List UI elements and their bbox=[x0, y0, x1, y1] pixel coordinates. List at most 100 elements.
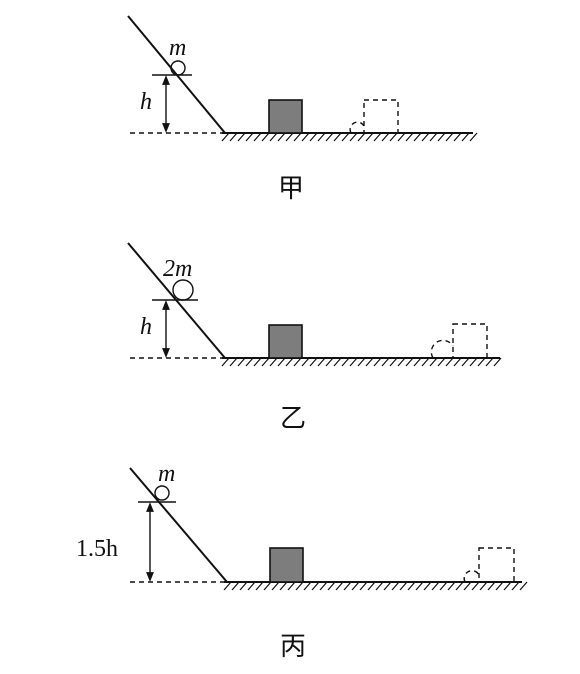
hatch-mark bbox=[381, 357, 390, 367]
hatch-mark bbox=[279, 581, 288, 591]
hatch-mark bbox=[261, 357, 270, 367]
hatch-mark bbox=[405, 132, 414, 142]
hatch-mark bbox=[359, 581, 368, 591]
hatch-mark bbox=[231, 581, 240, 591]
hatch-mark bbox=[287, 581, 296, 591]
hatch-mark bbox=[469, 132, 478, 142]
hatch-mark bbox=[455, 581, 464, 591]
hatch-mark bbox=[245, 132, 254, 142]
hatch-mark bbox=[397, 357, 406, 367]
hatch-mark bbox=[327, 581, 336, 591]
hatch-mark bbox=[263, 581, 272, 591]
hatch-mark bbox=[381, 132, 390, 142]
hatch-mark bbox=[495, 581, 504, 591]
hatch-mark bbox=[469, 357, 478, 367]
hatch-mark bbox=[429, 132, 438, 142]
block-final-position bbox=[363, 99, 399, 134]
hatch-mark bbox=[343, 581, 352, 591]
hatch-mark bbox=[253, 132, 262, 142]
hatch-mark bbox=[389, 357, 398, 367]
hatch-mark bbox=[335, 581, 344, 591]
panel-caption: 乙 bbox=[280, 404, 306, 434]
hatch-mark bbox=[285, 132, 294, 142]
hatch-mark bbox=[485, 357, 494, 367]
hatch-mark bbox=[319, 581, 328, 591]
hatch-mark bbox=[221, 357, 230, 367]
hatch-mark bbox=[277, 132, 286, 142]
hatch-mark bbox=[397, 132, 406, 142]
hatch-mark bbox=[325, 132, 334, 142]
hatch-mark bbox=[365, 357, 374, 367]
hatch-mark bbox=[383, 581, 392, 591]
hatch-mark bbox=[349, 132, 358, 142]
hatch-mark bbox=[333, 357, 342, 367]
block-final-position bbox=[478, 547, 515, 583]
hatch-mark bbox=[341, 357, 350, 367]
ground-hatching bbox=[221, 357, 502, 367]
hatch-mark bbox=[477, 357, 486, 367]
ball-final-position bbox=[430, 339, 454, 359]
hatch-mark bbox=[255, 581, 264, 591]
height-label: 1.5h bbox=[76, 536, 118, 562]
hatch-mark bbox=[317, 357, 326, 367]
hatch-mark bbox=[413, 132, 422, 142]
hatch-mark bbox=[277, 357, 286, 367]
hatch-mark bbox=[391, 581, 400, 591]
hatch-mark bbox=[351, 581, 360, 591]
hatch-mark bbox=[423, 581, 432, 591]
hatch-mark bbox=[375, 581, 384, 591]
hatch-mark bbox=[341, 132, 350, 142]
ball bbox=[154, 485, 170, 501]
hatch-mark bbox=[245, 357, 254, 367]
hatch-mark bbox=[445, 357, 454, 367]
height-label: h bbox=[140, 89, 152, 115]
hatch-mark bbox=[285, 357, 294, 367]
ramp bbox=[129, 467, 228, 583]
hatch-mark bbox=[271, 581, 280, 591]
panel-yi: 2m h 乙 bbox=[127, 242, 502, 434]
hatch-mark bbox=[445, 132, 454, 142]
hatch-mark bbox=[309, 132, 318, 142]
hatch-mark bbox=[295, 581, 304, 591]
hatch-mark bbox=[439, 581, 448, 591]
hatch-mark bbox=[261, 132, 270, 142]
hatch-mark bbox=[461, 357, 470, 367]
hatch-mark bbox=[229, 357, 238, 367]
hatch-mark bbox=[237, 357, 246, 367]
mass-label: 2m bbox=[163, 256, 192, 282]
ball-final-position bbox=[463, 569, 480, 583]
hatch-mark bbox=[247, 581, 256, 591]
hatch-mark bbox=[229, 132, 238, 142]
height-label: h bbox=[140, 314, 152, 340]
hatch-mark bbox=[493, 357, 502, 367]
hatch-mark bbox=[293, 132, 302, 142]
block-final-position bbox=[452, 323, 488, 359]
hatch-mark bbox=[413, 357, 422, 367]
hatch-mark bbox=[421, 132, 430, 142]
hatch-mark bbox=[429, 357, 438, 367]
hatch-mark bbox=[415, 581, 424, 591]
panel-jia: m h 甲 bbox=[127, 15, 478, 204]
hatch-mark bbox=[357, 357, 366, 367]
hatch-mark bbox=[269, 357, 278, 367]
hatch-mark bbox=[479, 581, 488, 591]
ball bbox=[170, 60, 186, 76]
hatch-mark bbox=[333, 132, 342, 142]
hatch-mark bbox=[453, 132, 462, 142]
ball bbox=[172, 279, 194, 301]
hatch-mark bbox=[367, 581, 376, 591]
hatch-mark bbox=[221, 132, 230, 142]
mass-label: m bbox=[158, 461, 175, 487]
hatch-mark bbox=[301, 132, 310, 142]
hatch-mark bbox=[253, 357, 262, 367]
hatch-mark bbox=[325, 357, 334, 367]
hatch-mark bbox=[503, 581, 512, 591]
hatch-mark bbox=[317, 132, 326, 142]
hatch-mark bbox=[373, 357, 382, 367]
hatch-mark bbox=[407, 581, 416, 591]
block bbox=[269, 547, 304, 583]
block bbox=[268, 99, 303, 134]
ground-hatching bbox=[221, 132, 478, 142]
hatch-mark bbox=[365, 132, 374, 142]
